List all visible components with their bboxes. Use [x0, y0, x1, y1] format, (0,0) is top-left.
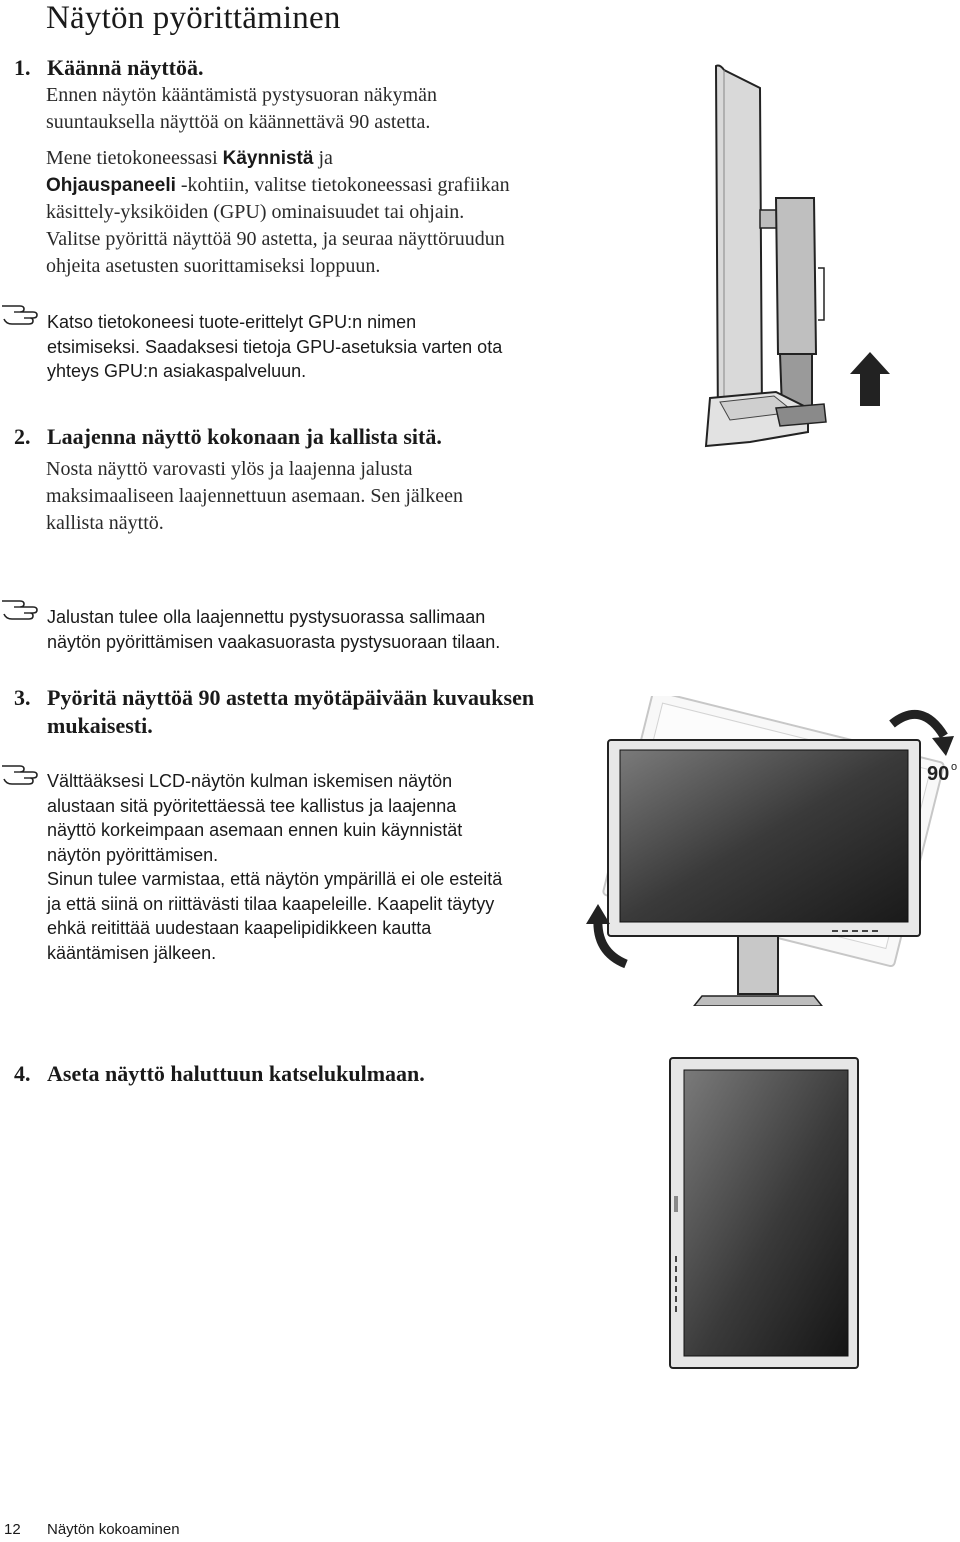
step-number: 3.: [14, 685, 31, 710]
step-title: Pyöritä näyttöä 90 astetta myötäpäivään …: [47, 685, 535, 710]
monitor-rotation-illustration: 90 o: [586, 696, 957, 1006]
step-2-heading: 2. Laajenna näyttö kokonaan ja kallista …: [0, 423, 700, 453]
step-title: Laajenna näyttö kokonaan ja kallista sit…: [47, 424, 442, 449]
note-line: Katso tietokoneesi tuote-erittelyt GPU:n…: [47, 312, 417, 332]
control-panel-label: Ohjauspaneeli: [46, 175, 176, 196]
text-line: maksimaaliseen laajennettuun asemaan. Se…: [46, 485, 464, 507]
text-line: suuntauksella näyttöä on käännettävä 90 …: [46, 111, 431, 133]
text-line: ohjeita asetusten suorittamiseksi loppuu…: [46, 255, 381, 277]
text-line: käsittely-yksiköiden (GPU) ominaisuudet …: [46, 201, 465, 223]
note-2: Jalustan tulee olla laajennettu pystysuo…: [47, 605, 647, 654]
up-arrow-icon: [850, 352, 890, 406]
text-span: -kohtiin, valitse tietokoneessasi grafii…: [175, 174, 510, 196]
step-title: Käännä näyttöä.: [47, 55, 204, 80]
step-4-heading: 4. Aseta näyttö haluttuun katselukulmaan…: [0, 1060, 600, 1090]
step-number: 1.: [14, 55, 31, 80]
footer-page-number: 12: [4, 1521, 21, 1538]
text-line: Ennen näytön kääntämistä pystysuoran näk…: [46, 84, 438, 106]
monitor-side-view-illustration: [704, 64, 890, 448]
step-1-heading: 1. Käännä näyttöä.: [0, 54, 700, 84]
note-line: Jalustan tulee olla laajennettu pystysuo…: [47, 607, 486, 627]
note-line: ehkä reitittää uudestaan kaapelipidikkee…: [47, 918, 432, 938]
note-line: näytön pyörittämisen.: [47, 844, 219, 865]
portrait-monitor-illustration: [669, 1057, 859, 1369]
note-line: alustaan sitä pyöritettäessä tee kallist…: [47, 795, 457, 816]
note-line: etsimiseksi. Saadaksesi tietoja GPU-aset…: [47, 336, 503, 357]
step-1-intro: Ennen näytön kääntämistä pystysuoran näk…: [46, 82, 686, 136]
note-1: Katso tietokoneesi tuote-erittelyt GPU:n…: [47, 310, 647, 384]
rotate-counterclockwise-icon: [586, 904, 628, 969]
text-line: Mene tietokoneessasi Käynnistä ja: [46, 145, 686, 172]
note-3: Välttääksesi LCD-näytön kulman iskemisen…: [47, 769, 587, 965]
degree-symbol: o: [951, 761, 957, 773]
pointing-hand-icon: [2, 600, 38, 620]
start-menu-label: Käynnistä: [222, 148, 314, 169]
step-2-body: Nosta näyttö varovasti ylös ja laajenna …: [46, 456, 686, 537]
pointing-hand-icon: [2, 305, 38, 325]
step-title-cont: mukaisesti.: [47, 713, 153, 738]
text-span: Mene tietokoneessasi: [46, 147, 223, 169]
pointing-hand-icon: [2, 765, 38, 785]
note-line: näytön pyörittämisen vaakasuorasta pysty…: [47, 631, 501, 652]
text-line: Valitse pyörittä näyttöä 90 astetta, ja …: [46, 228, 505, 250]
rotation-degree-label: 90: [927, 763, 949, 785]
step-number: 2.: [14, 424, 31, 449]
step-number: 4.: [14, 1061, 31, 1086]
footer-section-title: Näytön kokoaminen: [47, 1521, 180, 1538]
note-line: Välttääksesi LCD-näytön kulman iskemisen…: [47, 771, 453, 791]
note-line: Sinun tulee varmistaa, että näytön ympär…: [47, 869, 503, 889]
step-1-instruction: Mene tietokoneessasi Käynnistä ja Ohjaus…: [46, 145, 686, 280]
text-line: Nosta näyttö varovasti ylös ja laajenna …: [46, 458, 413, 480]
note-line: ja että siinä on riittävästi tilaa kaape…: [47, 893, 495, 914]
rotate-clockwise-icon: [889, 710, 954, 756]
page-title: Näytön pyörittäminen: [46, 0, 341, 36]
text-line: Ohjauspaneeli -kohtiin, valitse tietokon…: [46, 172, 686, 199]
note-line: yhteys GPU:n asiakaspalveluun.: [47, 361, 307, 381]
note-line: näyttö korkeimpaan asemaan ennen kuin kä…: [47, 820, 463, 840]
step-3-heading: 3. Pyöritä näyttöä 90 astetta myötäpäivä…: [0, 684, 600, 744]
text-span: ja: [313, 147, 333, 169]
text-line: kallista näyttö.: [46, 512, 164, 534]
step-title: Aseta näyttö haluttuun katselukulmaan.: [47, 1061, 425, 1086]
note-line: kääntämisen jälkeen.: [47, 942, 217, 963]
